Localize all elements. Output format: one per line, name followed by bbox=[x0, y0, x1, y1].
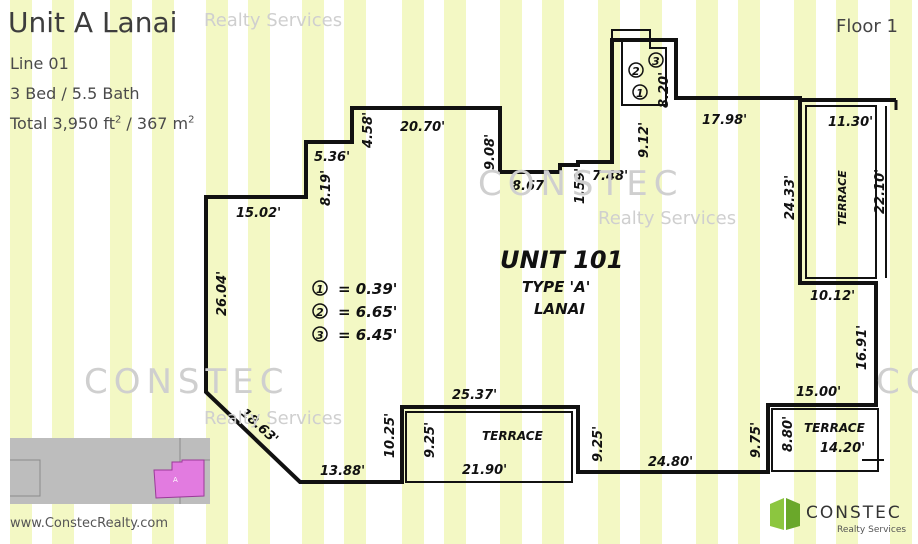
terrace-label: TERRACE bbox=[482, 429, 544, 443]
floor-label: Floor 1 bbox=[836, 16, 898, 37]
watermark-text: CONSTEC bbox=[84, 362, 290, 402]
dim-label: 11.30' bbox=[828, 115, 873, 130]
terrace-label: TERRACE bbox=[836, 170, 849, 226]
unit-number: UNIT 101 bbox=[500, 246, 623, 274]
dim-label: 7.48' bbox=[592, 169, 628, 184]
dim-label: 9.12' bbox=[637, 122, 652, 158]
dim-label: 20.70' bbox=[400, 120, 445, 135]
dim-label: 14.20' bbox=[820, 441, 865, 456]
legend-item-2: = 6.65' bbox=[338, 303, 397, 321]
constec-logo-icon bbox=[770, 498, 800, 530]
watermark-text: CO bbox=[876, 362, 918, 402]
unit-outline bbox=[204, 38, 878, 484]
dim-label: 8.20' bbox=[657, 72, 672, 108]
legend: 1 = 0.39' 2 = 6.65' 3 = 6.45' bbox=[312, 280, 397, 344]
key-plan: A bbox=[10, 438, 210, 504]
legend-item-1: = 0.39' bbox=[338, 280, 397, 298]
dim-label: 9.25' bbox=[423, 422, 438, 458]
stair-outline bbox=[611, 29, 667, 106]
dim-label: 9.25' bbox=[591, 426, 606, 462]
dim-label: 22.10' bbox=[873, 169, 888, 214]
dim-label: 15.00' bbox=[796, 385, 841, 400]
dim-label: 8.19' bbox=[319, 170, 334, 206]
page-title: Unit A Lanai bbox=[8, 6, 178, 39]
dim-label: 21.90' bbox=[462, 463, 507, 478]
terrace-bottom-middle bbox=[405, 411, 573, 483]
terrace-bottom-right bbox=[771, 408, 879, 472]
logo-subtitle: Realty Services bbox=[837, 525, 907, 535]
dim-label: 4.58' bbox=[361, 112, 376, 149]
dim-label: 13.88' bbox=[320, 464, 365, 479]
beds-baths-label: 3 Bed / 5.5 Bath bbox=[10, 84, 140, 103]
unit-name: LANAI bbox=[534, 300, 585, 318]
stair-marker-2: 2 bbox=[632, 65, 640, 78]
dim-label: 26.04' bbox=[215, 271, 230, 316]
key-plan-label: A bbox=[173, 476, 178, 484]
stair-marker-3: 3 bbox=[652, 55, 660, 68]
svg-text:1: 1 bbox=[316, 283, 324, 296]
dim-label: 8.80' bbox=[781, 416, 796, 452]
line-label: Line 01 bbox=[10, 54, 69, 73]
svg-text:3: 3 bbox=[316, 329, 324, 342]
unit-type: TYPE 'A' bbox=[522, 278, 590, 296]
dim-label: 16.91' bbox=[855, 325, 870, 370]
dim-label: 1.59' bbox=[573, 168, 588, 204]
dim-label: 9.75' bbox=[749, 422, 764, 458]
dim-label: 10.12' bbox=[810, 289, 855, 304]
dim-label: 9.08' bbox=[483, 134, 498, 170]
dim-label: 5.36' bbox=[314, 150, 350, 165]
brand-faint-text: Realty Services bbox=[204, 10, 343, 31]
svg-text:2: 2 bbox=[316, 306, 324, 319]
dim-label: 8.67' bbox=[512, 179, 548, 194]
logo-name: CONSTEC bbox=[806, 503, 902, 523]
dim-label: 17.98' bbox=[702, 113, 747, 128]
dim-label: 10.25' bbox=[383, 413, 398, 458]
watermark-text: Realty Services bbox=[204, 408, 343, 429]
watermark-text: CONSTEC bbox=[478, 164, 684, 204]
dim-label: 15.02' bbox=[236, 206, 281, 221]
total-area-label: Total 3,950 ft2 / 367 m2 bbox=[10, 114, 195, 133]
terrace-label: TERRACE bbox=[804, 421, 866, 435]
terrace-right bbox=[805, 105, 877, 279]
dim-label: 24.80' bbox=[648, 455, 693, 470]
dim-label: 25.37' bbox=[452, 388, 497, 403]
legend-item-3: = 6.45' bbox=[338, 326, 397, 344]
stair-marker-1: 1 bbox=[636, 87, 644, 100]
dim-label: 24.33' bbox=[783, 175, 798, 220]
website-link[interactable]: www.ConstecRealty.com bbox=[10, 516, 168, 531]
watermark-text: Realty Services bbox=[598, 208, 737, 229]
